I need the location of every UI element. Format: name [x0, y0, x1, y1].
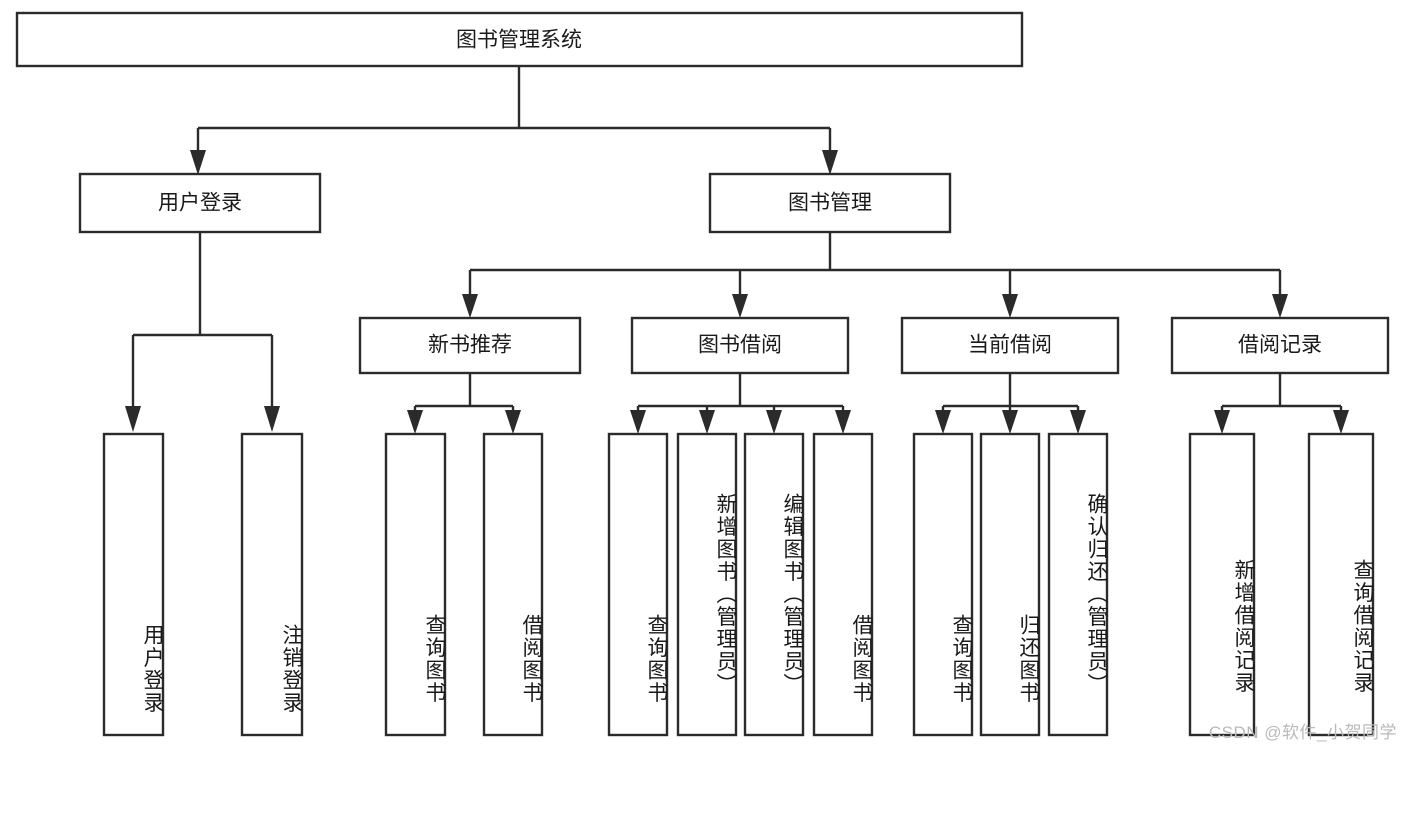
arrow-head-leaf-logout-login [264, 406, 280, 432]
leaf-query-book-2-box[interactable] [607, 432, 669, 737]
node-borrow-record-label: 借阅记录 [1238, 334, 1322, 357]
arrow-head-user-login [190, 150, 206, 175]
arrow-head-leaf-return-book [1002, 410, 1018, 434]
node-book-manage-label: 图书管理 [788, 192, 872, 215]
arrow-head-leaf-borrow-book-2 [835, 410, 851, 434]
arrow-head-leaf-add-book [699, 410, 715, 434]
leaf-add-record-box[interactable] [1188, 432, 1256, 737]
node-root-box[interactable] [15, 11, 1024, 68]
node-current-borrow-label: 当前借阅 [968, 334, 1052, 357]
connector-user-login-to-leaves [125, 232, 280, 432]
arrow-head-current-borrow [1002, 294, 1018, 318]
leaf-return-book-box[interactable] [979, 432, 1041, 737]
node-current-borrow[interactable]: 当前借阅 [900, 316, 1120, 375]
leaf-user-login-box[interactable] [102, 432, 165, 737]
leaf-borrow-book-2-box[interactable] [812, 432, 874, 737]
arrow-head-new-book-recommend [462, 294, 478, 318]
flowchart-diagram: 图书管理系统 用户登录 图书管理 [15, 11, 1397, 742]
leaf-logout-login-box[interactable] [240, 432, 304, 737]
node-book-borrow-box[interactable] [630, 316, 850, 375]
arrow-head-leaf-query-record [1333, 410, 1349, 434]
arrow-head-leaf-edit-book [766, 410, 782, 434]
node-new-book-recommend[interactable]: 新书推荐 [358, 316, 582, 375]
connector-book-manage-to-level3 [462, 232, 1288, 318]
arrow-head-leaf-query-book-1 [407, 410, 423, 434]
leaf-query-book-1-box[interactable] [384, 432, 447, 737]
node-user-login[interactable]: 用户登录 [78, 172, 322, 234]
node-borrow-record[interactable]: 借阅记录 [1170, 316, 1390, 375]
node-user-login-label: 用户登录 [158, 192, 242, 215]
arrow-head-leaf-query-book-3 [935, 410, 951, 434]
node-book-borrow-label: 图书借阅 [698, 334, 782, 357]
arrow-head-leaf-user-login [125, 406, 141, 432]
leaf-borrow-book-1-box[interactable] [482, 432, 544, 737]
connector-root-to-level2 [190, 66, 838, 175]
leaf-query-record-box[interactable] [1307, 432, 1375, 737]
node-book-manage-box[interactable] [708, 172, 952, 234]
arrow-head-leaf-add-record [1214, 410, 1230, 434]
node-current-borrow-box[interactable] [900, 316, 1120, 375]
connector-new-book-recommend-to-leaves [407, 373, 521, 434]
connector-book-borrow-to-leaves [630, 373, 851, 434]
leaf-add-book-box[interactable] [676, 432, 738, 737]
leaf-query-book-3-box[interactable] [912, 432, 974, 737]
arrow-head-leaf-confirm-return [1070, 410, 1086, 434]
node-root[interactable]: 图书管理系统 [15, 11, 1024, 68]
connector-borrow-record-to-leaves [1214, 373, 1349, 434]
node-root-label: 图书管理系统 [456, 29, 582, 52]
diagram-canvas: 图书管理系统 用户登录 图书管理 [15, 11, 1390, 737]
connector-current-borrow-to-leaves [935, 373, 1086, 434]
leaf-confirm-return-box[interactable] [1047, 432, 1109, 737]
node-new-book-recommend-label: 新书推荐 [428, 334, 512, 357]
node-new-book-recommend-box[interactable] [358, 316, 582, 375]
node-borrow-record-box[interactable] [1170, 316, 1390, 375]
arrow-head-book-manage [822, 150, 838, 175]
arrow-head-leaf-borrow-book-1 [505, 410, 521, 434]
arrow-head-leaf-query-book-2 [630, 410, 646, 434]
arrow-head-borrow-record [1272, 294, 1288, 318]
leaf-boxes [102, 432, 1375, 737]
node-book-borrow[interactable]: 图书借阅 [630, 316, 850, 375]
leaf-edit-book-box[interactable] [743, 432, 805, 737]
csdn-watermark: CSDN @软件_小贺同学 [1208, 723, 1397, 742]
arrow-head-book-borrow [732, 294, 748, 318]
node-book-manage[interactable]: 图书管理 [708, 172, 952, 234]
